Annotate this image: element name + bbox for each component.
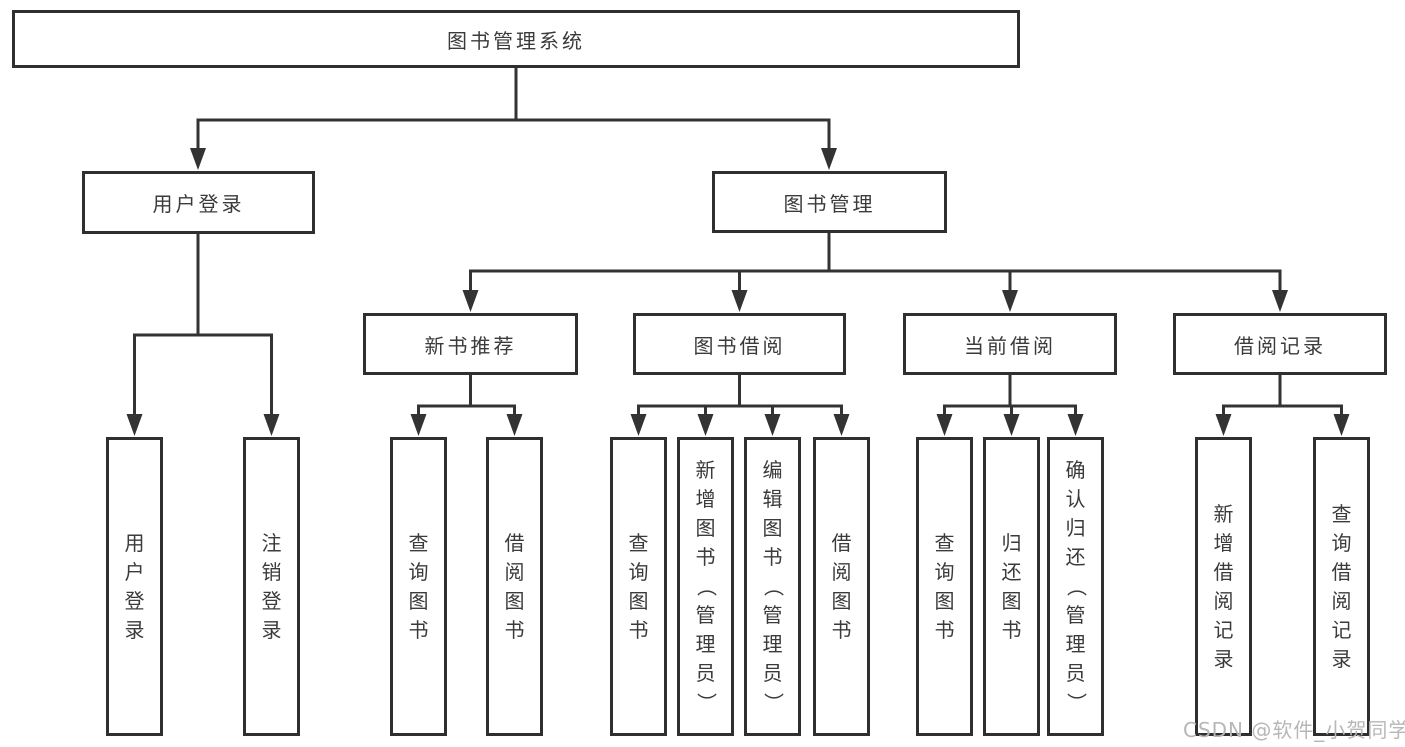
leaf-logout: 注销登录 xyxy=(243,437,300,736)
node-label: 编辑图书（管理员） xyxy=(761,458,785,713)
node-label: 查询图书 xyxy=(408,530,429,642)
node-borrow-records: 借阅记录 xyxy=(1173,313,1387,375)
leaf-borrow-books: 借阅图书 xyxy=(813,437,870,736)
node-label: 归还图书 xyxy=(1001,530,1022,642)
node-label: 新增图书（管理员） xyxy=(694,458,718,713)
node-label: 图书管理 xyxy=(783,191,876,216)
leaf-query-books-recommend: 查询图书 xyxy=(390,437,447,736)
node-new-book-recommend: 新书推荐 xyxy=(363,313,578,375)
node-label: 注销登录 xyxy=(261,530,282,642)
leaf-query-books-current: 查询图书 xyxy=(916,437,973,736)
leaf-confirm-return-admin: 确认归还（管理员） xyxy=(1047,437,1104,736)
leaf-edit-books-admin: 编辑图书（管理员） xyxy=(744,437,801,736)
node-book-management: 图书管理 xyxy=(712,171,947,233)
node-label: 确认归还（管理员） xyxy=(1064,458,1088,713)
node-user-login: 用户登录 xyxy=(82,171,315,234)
leaf-query-books-borrow: 查询图书 xyxy=(610,437,667,736)
node-label: 新书推荐 xyxy=(424,333,517,358)
node-root-library-system: 图书管理系统 xyxy=(12,10,1020,68)
leaf-add-borrow-record: 新增借阅记录 xyxy=(1195,437,1252,736)
node-label: 借阅记录 xyxy=(1234,333,1326,358)
node-current-borrow: 当前借阅 xyxy=(903,313,1117,375)
node-label: 当前借阅 xyxy=(964,333,1056,358)
leaf-borrow-books-recommend: 借阅图书 xyxy=(486,437,543,736)
node-label: 图书借阅 xyxy=(693,333,786,358)
node-label: 图书管理系统 xyxy=(447,28,585,53)
leaf-add-books-admin: 新增图书（管理员） xyxy=(677,437,734,736)
node-label: 借阅图书 xyxy=(504,530,525,642)
node-label: 用户登录 xyxy=(124,530,145,642)
node-book-borrow: 图书借阅 xyxy=(633,313,846,375)
node-label: 新增借阅记录 xyxy=(1213,501,1234,671)
arrowheads xyxy=(126,148,1350,436)
node-label: 用户登录 xyxy=(152,192,245,216)
csdn-watermark: CSDN @软件_小贺同学 xyxy=(1183,718,1405,742)
leaf-user-login: 用户登录 xyxy=(106,437,163,736)
node-label: 查询图书 xyxy=(934,530,955,642)
node-label: 查询借阅记录 xyxy=(1331,501,1352,671)
node-label: 借阅图书 xyxy=(831,530,852,642)
leaf-return-books: 归还图书 xyxy=(983,437,1040,736)
node-label: 查询图书 xyxy=(628,530,649,642)
leaf-query-borrow-record: 查询借阅记录 xyxy=(1313,437,1370,736)
